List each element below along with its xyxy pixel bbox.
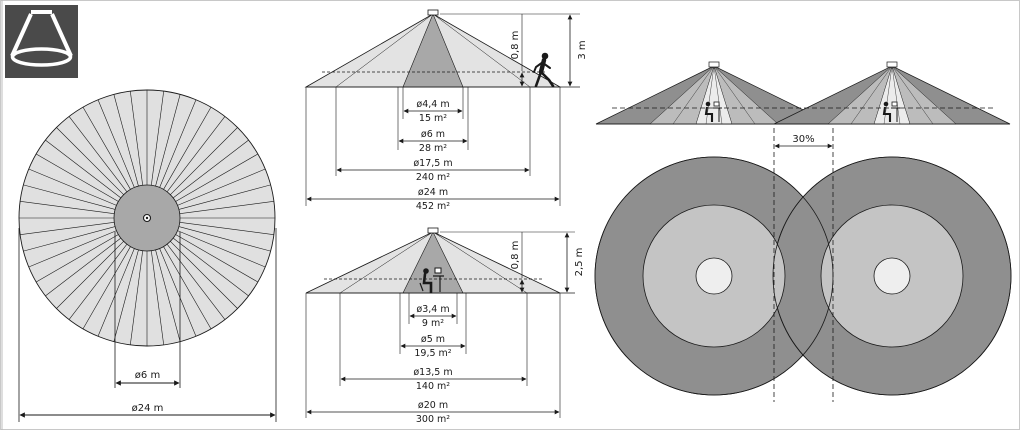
- range-segment-line: [68, 243, 128, 320]
- range-segment-line: [129, 91, 143, 186]
- range-segment-line: [82, 106, 131, 190]
- range-segment-line: [166, 243, 226, 320]
- range-segment-line: [151, 250, 165, 345]
- range-segment-line: [175, 153, 259, 202]
- range-segment-line: [178, 226, 271, 252]
- seated-zone-4-area: 300 m²: [416, 414, 450, 425]
- overlap-inner-circle-left: [695, 257, 733, 295]
- range-segment-line: [179, 222, 274, 236]
- seated-height-total: 2,5 m: [574, 248, 585, 277]
- walking-zone-4-area: 452 m²: [416, 201, 450, 212]
- overlap-inner-circle-right: [873, 257, 911, 295]
- overlap-view: 30%: [594, 61, 1012, 402]
- seated-zone-3-area: 140 m²: [416, 381, 450, 392]
- range-segment-line: [82, 246, 131, 330]
- overlap-side-cone-left: [595, 61, 833, 125]
- range-segment-line: [155, 249, 181, 342]
- range-segment-line: [23, 226, 116, 252]
- walking-zone-4-diameter: ø24 m: [418, 187, 448, 198]
- range-segment-line: [151, 91, 165, 186]
- range-segment-line: [175, 234, 259, 283]
- range-segment-line: [163, 106, 212, 190]
- walking-zone-2-area: 28 m²: [419, 143, 447, 154]
- range-segment-line: [56, 127, 124, 195]
- inner-diameter-label: ø6 m: [135, 370, 160, 381]
- side-view-walking: 3 m 0,8 m ø4,4 m 15 m² ø6 m 28 m² ø17,5 …: [304, 9, 588, 212]
- walking-zone-2-diameter: ø6 m: [421, 129, 445, 140]
- range-segment-line: [68, 116, 128, 193]
- seated-zone-1-area: 9 m²: [422, 318, 444, 329]
- range-segment-line: [28, 168, 117, 206]
- walking-height-detect: 0,8 m: [510, 31, 521, 60]
- range-segment-line: [172, 139, 249, 199]
- range-segment-line: [178, 184, 271, 210]
- outer-diameter-label: ø24 m: [132, 403, 164, 414]
- seated-zone-4-diameter: ø20 m: [418, 400, 448, 411]
- range-segment-line: [97, 99, 135, 188]
- walking-height-total: 3 m: [577, 40, 588, 59]
- top-view-range: ø6 m ø24 m: [18, 89, 277, 422]
- range-segment-line: [28, 230, 117, 268]
- side-view-seated: 2,5 m 0,8 m ø3,4 m 9 m² ø5 m 19,5 m² ø13…: [305, 227, 585, 425]
- walking-zone-1-area: 15 m²: [419, 113, 447, 124]
- range-segment-line: [170, 241, 238, 309]
- range-segment-line: [20, 200, 115, 214]
- range-segment-line: [129, 250, 143, 345]
- range-segment-line: [166, 116, 226, 193]
- range-segment-line: [113, 94, 139, 187]
- range-segment-line: [45, 237, 122, 297]
- range-segment-line: [56, 241, 124, 309]
- range-segment-line: [97, 248, 135, 337]
- walking-zone-3-diameter: ø17,5 m: [413, 158, 452, 169]
- range-segment-line: [45, 139, 122, 199]
- seated-zone-3-diameter: ø13,5 m: [413, 367, 452, 378]
- seated-zone-2-area: 19,5 m²: [414, 348, 451, 359]
- ceiling-mount-cone-icon: [5, 5, 78, 78]
- range-segment-line: [23, 184, 116, 210]
- range-segments: [19, 90, 275, 346]
- overlap-percentage: 30%: [792, 134, 814, 145]
- range-segment-line: [113, 249, 139, 342]
- overlap-side-cone-right: [773, 61, 1011, 125]
- walking-zone-3-area: 240 m²: [416, 172, 450, 183]
- walking-person-icon: [533, 52, 555, 88]
- seated-person-at-desk-icon: [419, 267, 444, 294]
- range-segment-line: [170, 127, 238, 195]
- range-segment-line: [177, 230, 266, 268]
- seated-zone-1-diameter: ø3,4 m: [416, 304, 449, 315]
- range-segment-line: [35, 234, 119, 283]
- range-segment-line: [155, 94, 181, 187]
- range-segment-line: [20, 222, 115, 236]
- range-segment-line: [159, 248, 197, 337]
- range-segment-line: [177, 168, 266, 206]
- range-segment-line: [172, 237, 249, 297]
- range-segment-line: [163, 246, 212, 330]
- walking-zone-1-diameter: ø4,4 m: [416, 99, 449, 110]
- range-segment-line: [35, 153, 119, 202]
- range-segment-line: [179, 200, 274, 214]
- seated-zone-2-diameter: ø5 m: [421, 334, 445, 345]
- seated-height-detect: 0,8 m: [510, 241, 521, 270]
- range-segment-line: [159, 99, 197, 188]
